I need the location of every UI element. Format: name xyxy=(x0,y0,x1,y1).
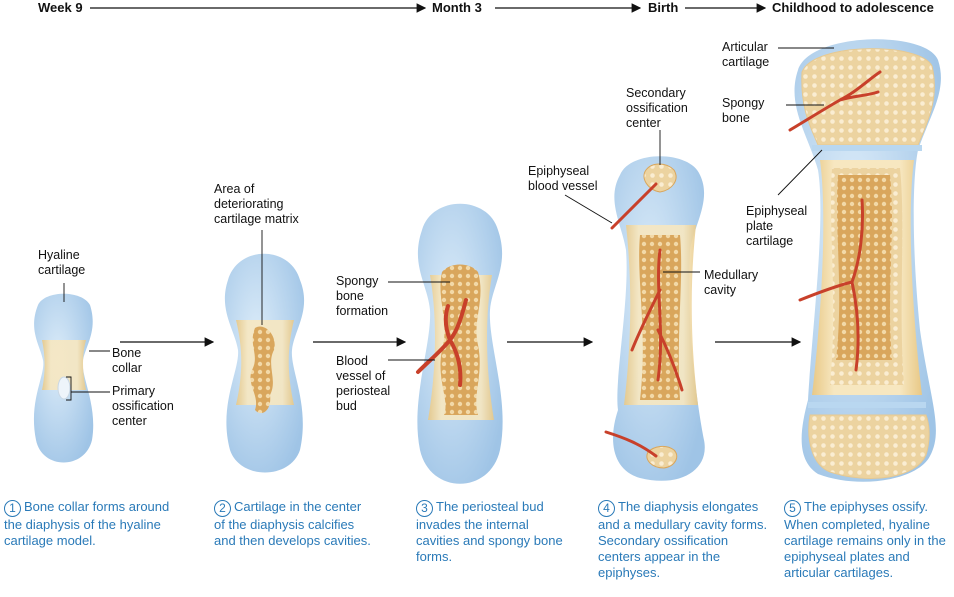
step-number-5: 5 xyxy=(784,500,801,517)
label-bone-collar: Bone collar xyxy=(112,346,142,375)
step-text-5: The epiphyses ossify. When completed, hy… xyxy=(784,499,946,580)
bone-stage-2 xyxy=(224,253,305,473)
leader-lines xyxy=(63,47,834,401)
step-number-3: 3 xyxy=(416,500,433,517)
timeline-birth: Birth xyxy=(648,0,679,15)
label-spongy-bone-formation: Spongy bone formation xyxy=(336,274,389,318)
step-text-1: Bone collar forms around the diaphysis o… xyxy=(4,499,170,548)
label-medullary-cavity: Medullary cavity xyxy=(704,268,759,297)
label-articular-cartilage: Articular cartilage xyxy=(722,40,770,69)
timeline-childhood: Childhood to adolescence xyxy=(772,0,934,15)
step-number-2: 2 xyxy=(214,500,231,517)
label-secondary-ossification-center: Secondary ossification center xyxy=(626,86,688,130)
step-number-1: 1 xyxy=(4,500,21,517)
label-primary-ossification-center: Primary ossification center xyxy=(112,384,174,428)
step-text-2: Cartilage in the center of the diaphysis… xyxy=(214,499,371,548)
bone-stage-3 xyxy=(416,203,503,484)
label-hyaline-cartilage: Hyaline cartilage xyxy=(38,248,86,277)
label-blood-vessel-periosteal-bud: Blood vessel of periosteal bud xyxy=(336,354,391,413)
label-epiphyseal-blood-vessel: Epiphyseal blood vessel xyxy=(528,164,598,193)
label-deteriorating-cartilage: Area of deteriorating cartilage matrix xyxy=(214,182,299,226)
bone-stage-4 xyxy=(604,156,705,481)
step-text-4: The diaphysis elongates and a medullary … xyxy=(598,499,768,580)
label-spongy-bone: Spongy bone xyxy=(722,96,765,125)
label-epiphyseal-plate-cartilage: Epiphyseal plate cartilage xyxy=(746,204,808,248)
bone-stage-5 xyxy=(788,39,941,482)
bone-stage-1 xyxy=(33,293,94,463)
step-number-4: 4 xyxy=(598,500,615,517)
step-text-3: The periosteal bud invades the internal … xyxy=(416,499,563,564)
timeline-week9: Week 9 xyxy=(38,0,83,15)
timeline-month3: Month 3 xyxy=(432,0,482,15)
